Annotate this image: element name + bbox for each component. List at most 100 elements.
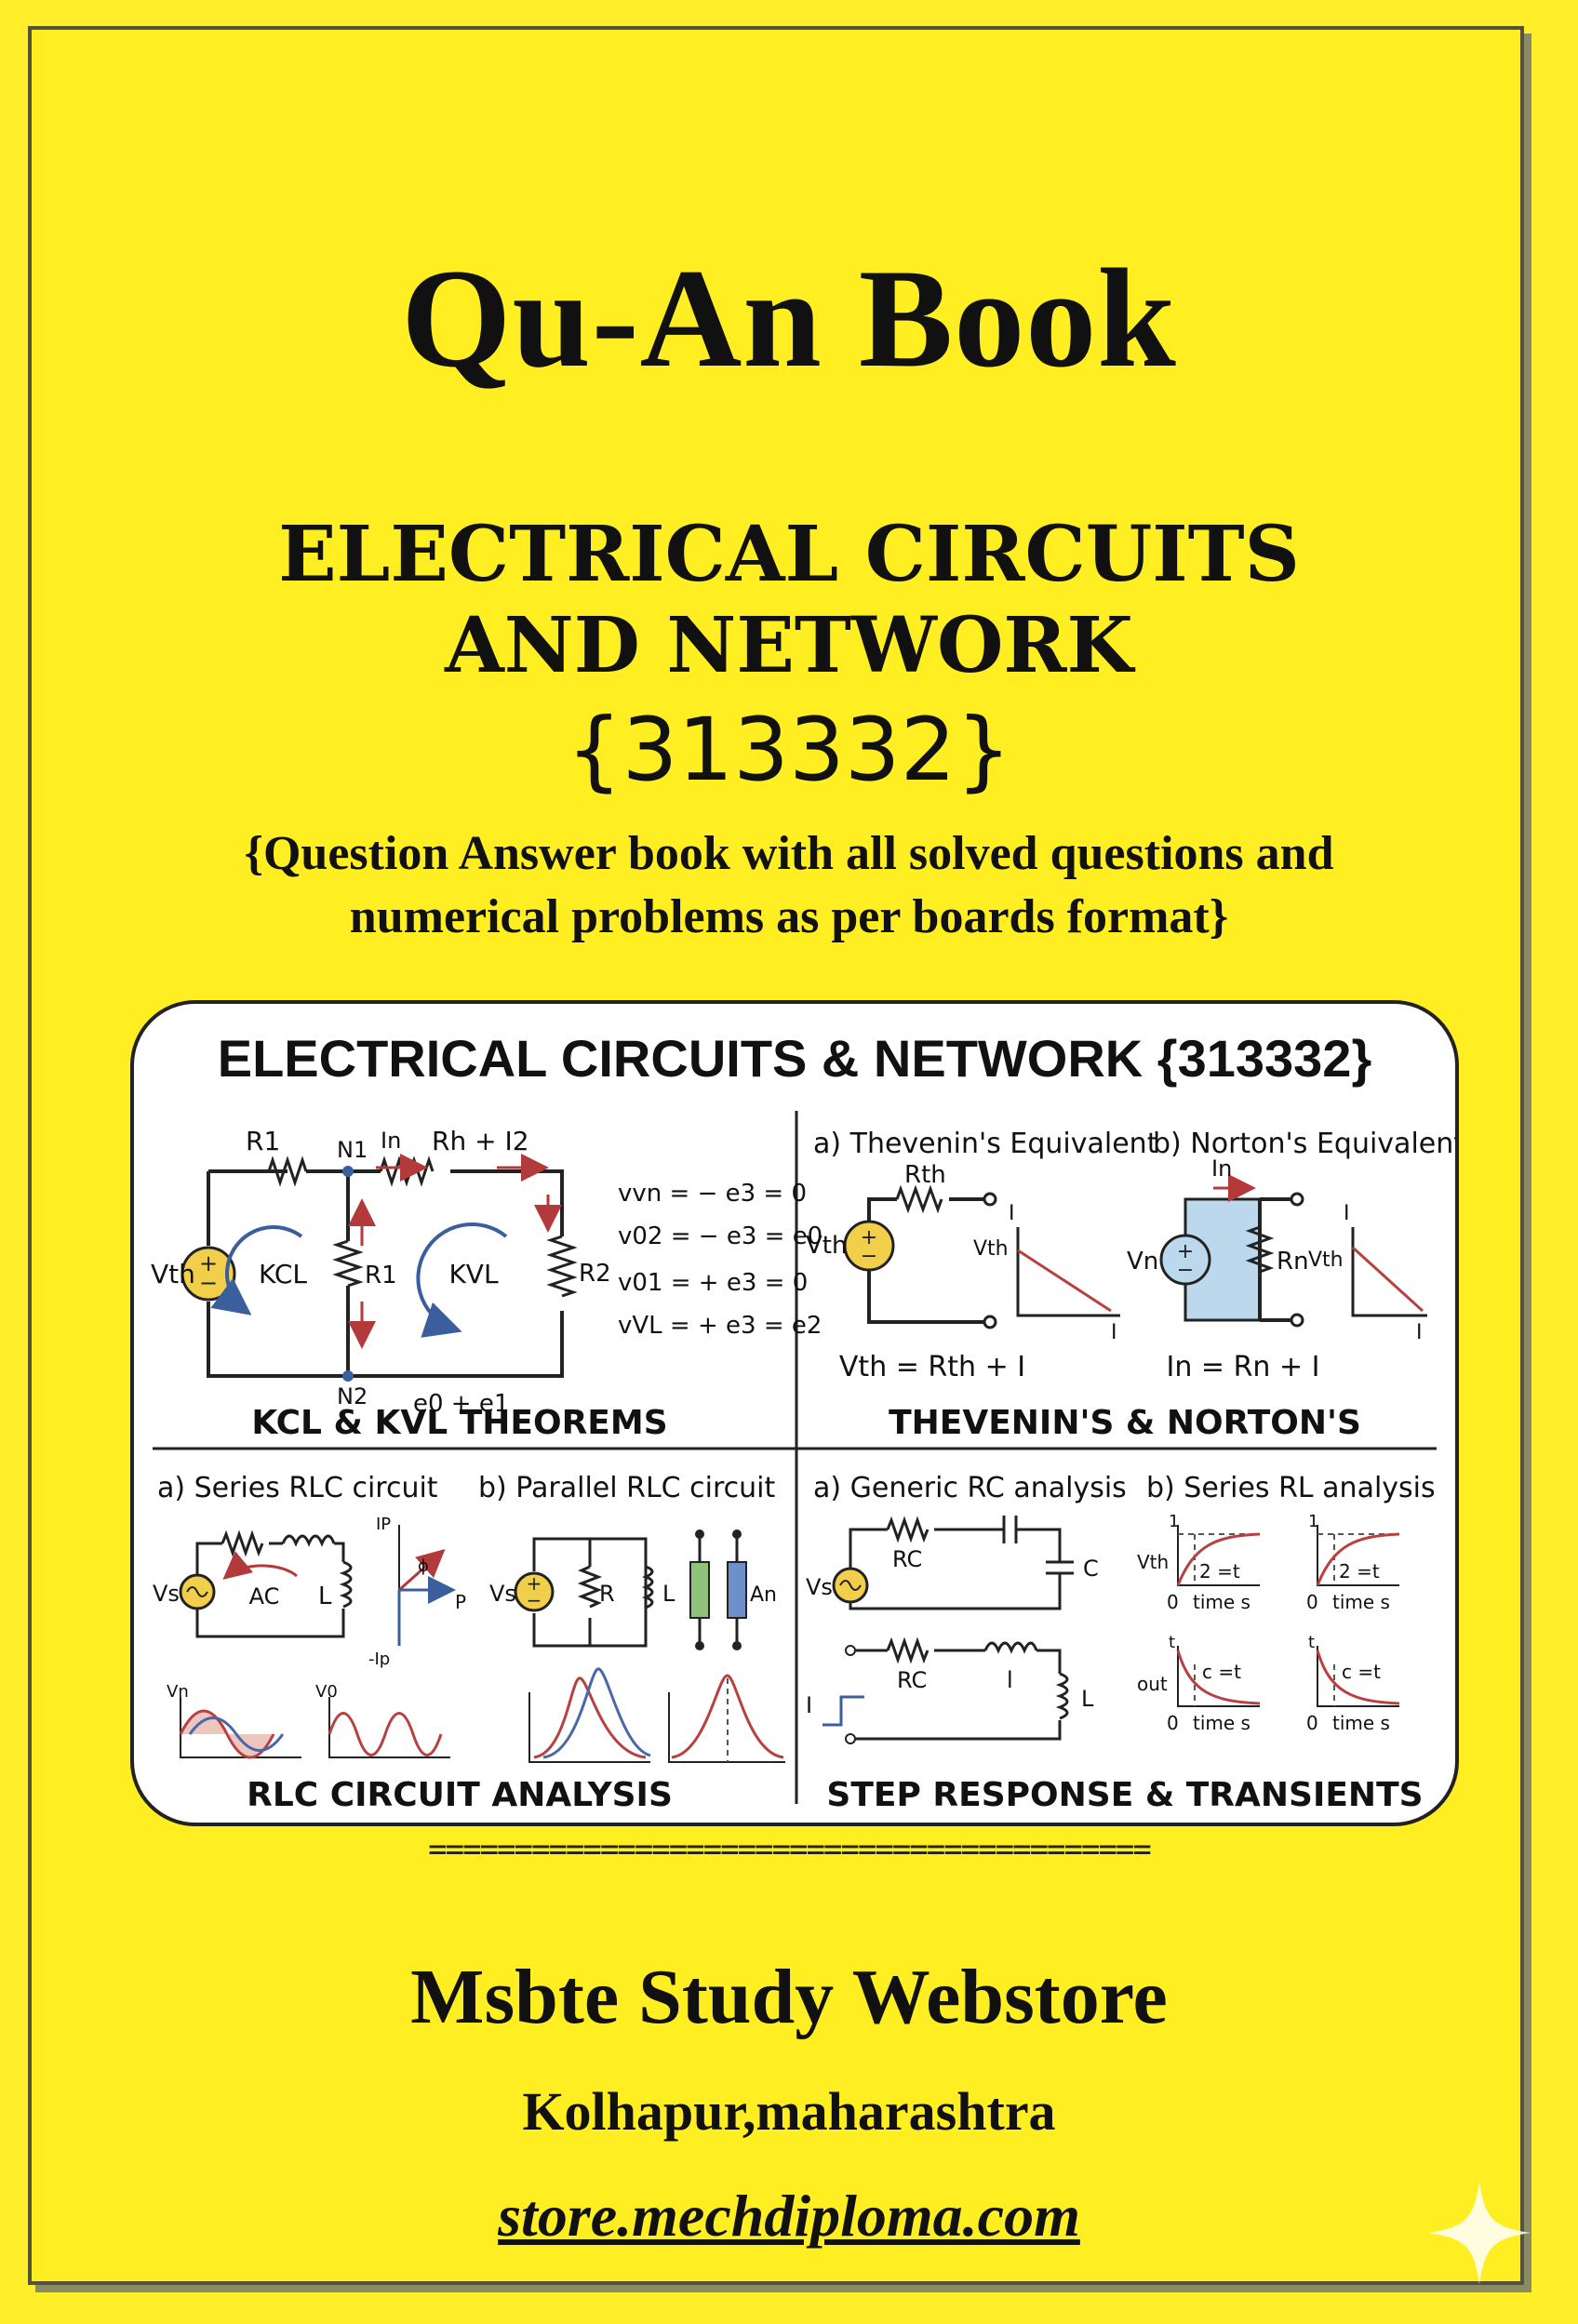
kcl-equation-3: v01 = + e3 = 0	[618, 1269, 808, 1297]
g1-x: time s	[1193, 1591, 1250, 1613]
label-kcl: KCL	[259, 1259, 307, 1289]
kcl-equation-2: v02 = − e3 = e0	[618, 1222, 822, 1250]
wave-v0: V0	[315, 1682, 338, 1702]
rlc-label-r: R	[599, 1581, 615, 1607]
norton-axis-i: I	[1344, 1202, 1350, 1225]
svg-text:+: +	[1177, 1240, 1194, 1263]
step-caption: STEP RESPONSE & TRANSIENTS	[826, 1776, 1423, 1814]
thevenin-axis-i: I	[1009, 1202, 1015, 1225]
g1-eq: 2 =t	[1199, 1560, 1240, 1583]
g4-eq: c =t	[1342, 1661, 1381, 1683]
phasor-neg-ip: -Ip	[368, 1650, 390, 1669]
kcl-caption: KCL & KVL THEOREMS	[251, 1404, 667, 1442]
thevenin-norton-panel: a) Thevenin's Equivalent b) Norton's Equ…	[806, 1128, 1455, 1442]
step-label-l-right: L	[1081, 1686, 1094, 1712]
thevenin-axis-vth: Vth	[973, 1237, 1009, 1261]
kcl-equation-4: vVL = + e3 = e2	[618, 1312, 822, 1340]
sparkle-icon	[1428, 2182, 1531, 2284]
equals-divider: ========================================…	[428, 1831, 1152, 1868]
rlc-label-ac: AC	[249, 1583, 280, 1609]
website-link[interactable]: store.mechdiploma.com	[498, 2183, 1080, 2249]
step-label-a: a) Generic RC analysis	[813, 1472, 1127, 1504]
label-e0e1: e0 + e1	[413, 1390, 509, 1418]
svg-text:−: −	[1177, 1259, 1194, 1282]
step-label-c: C	[1083, 1556, 1099, 1582]
rlc-label-vs: Vs	[153, 1581, 180, 1607]
book-title: Qu-An Book	[401, 240, 1177, 396]
g2-eq: 2 =t	[1339, 1560, 1380, 1583]
subject-line-1: ELECTRICAL CIRCUITS	[278, 510, 1300, 599]
step-label-rc2: RC	[897, 1667, 927, 1693]
circuit-poster: ELECTRICAL CIRCUITS & NETWORK {313332} +…	[130, 1000, 1459, 1826]
label-r2: R2	[579, 1260, 611, 1288]
phasor-ip: IP	[376, 1515, 391, 1534]
g1-one: 1	[1169, 1512, 1179, 1531]
step-label-l-mid: l	[1007, 1667, 1013, 1693]
rlc-label-vs2: Vs	[489, 1581, 516, 1607]
step-label-rc1: RC	[892, 1546, 922, 1572]
thevenin-axis-i-bottom: I	[1111, 1321, 1117, 1344]
label-in-arrow: In	[1211, 1155, 1232, 1182]
thevenin-equation: Vth = Rth + I	[839, 1351, 1025, 1383]
course-code: {313332}	[566, 700, 1012, 801]
svg-text:−: −	[861, 1245, 877, 1268]
svg-text:+: +	[199, 1250, 218, 1276]
rlc-label-b: b) Parallel RLC circuit	[478, 1472, 776, 1504]
rlc-label-l2: L	[662, 1581, 675, 1607]
g2-zero: 0	[1306, 1591, 1318, 1613]
g3-t: t	[1169, 1633, 1175, 1652]
step-response-panel: a) Generic RC analysis b) Series RL anal…	[806, 1472, 1436, 1814]
label-vth-source: Vth	[806, 1232, 847, 1260]
subject-line-2: AND NETWORK	[445, 601, 1133, 690]
label-r1-mid: R1	[365, 1262, 397, 1289]
g3-eq: c =t	[1202, 1661, 1241, 1683]
kcl-kvl-panel: + − R1 N1 In Rh + I2 Vth KCL R1 KVL R2 N…	[151, 1126, 822, 1442]
poster-svg: ELECTRICAL CIRCUITS & NETWORK {313332} +…	[151, 1029, 1455, 1814]
g4-zero: 0	[1306, 1712, 1318, 1734]
norton-axis-i-bottom: I	[1416, 1321, 1423, 1344]
g2-x: time s	[1332, 1591, 1390, 1613]
step-label-b: b) Series RL analysis	[1146, 1472, 1436, 1504]
label-vn: Vn	[1127, 1248, 1158, 1276]
label-n1: N1	[337, 1137, 368, 1163]
rlc-label-a: a) Series RLC circuit	[157, 1472, 438, 1504]
label-r1-top: R1	[246, 1126, 280, 1156]
rlc-caption: RLC CIRCUIT ANALYSIS	[247, 1776, 673, 1814]
svg-text:−: −	[199, 1270, 218, 1296]
label-rh-i2: Rh + I2	[432, 1126, 529, 1156]
g3-zero: 0	[1167, 1712, 1179, 1734]
phasor-p: P	[455, 1591, 466, 1613]
rlc-label-l: L	[318, 1583, 332, 1610]
label-kvl: KVL	[448, 1259, 499, 1289]
step-label-vs: Vs	[806, 1574, 833, 1600]
label-n2: N2	[337, 1383, 368, 1409]
wave-vn: Vn	[167, 1682, 189, 1702]
norton-axis-vth: Vth	[1308, 1249, 1344, 1272]
publisher-location: Kolhapur,maharashtra	[522, 2081, 1056, 2142]
label-in: In	[381, 1128, 401, 1154]
label-rth: Rth	[904, 1161, 946, 1189]
publisher-name: Msbte Study Webstore	[410, 1954, 1168, 2040]
rlc-label-an: An	[750, 1583, 777, 1607]
g1-y: Vth	[1137, 1551, 1169, 1573]
label-rn: Rn	[1277, 1248, 1309, 1276]
rlc-panel: a) Series RLC circuit b) Parallel RLC ci…	[153, 1472, 785, 1814]
poster-heading: ELECTRICAL CIRCUITS & NETWORK {313332}	[218, 1029, 1372, 1088]
svg-text:+: +	[861, 1226, 877, 1249]
svg-text:+: +	[527, 1572, 542, 1595]
svg-text:−: −	[527, 1589, 542, 1611]
description-line-2: numerical problems as per boards format}	[349, 890, 1229, 943]
norton-equation: In = Rn + I	[1167, 1351, 1320, 1383]
g4-x: time s	[1332, 1712, 1390, 1734]
thevenin-caption: THEVENIN'S & NORTON'S	[889, 1404, 1361, 1442]
g4-t: t	[1308, 1633, 1315, 1652]
g1-zero: 0	[1167, 1591, 1179, 1613]
g2-one: 1	[1308, 1512, 1318, 1531]
description-line-1: {Question Answer book with all solved qu…	[244, 827, 1334, 880]
label-vth: Vth	[151, 1259, 195, 1289]
g3-y: out	[1137, 1673, 1168, 1695]
thevenin-label-a: a) Thevenin's Equivalent	[813, 1128, 1158, 1160]
step-label-i: I	[806, 1692, 812, 1718]
norton-label-b: b) Norton's Equivalent	[1153, 1128, 1455, 1160]
g3-x: time s	[1193, 1712, 1250, 1734]
